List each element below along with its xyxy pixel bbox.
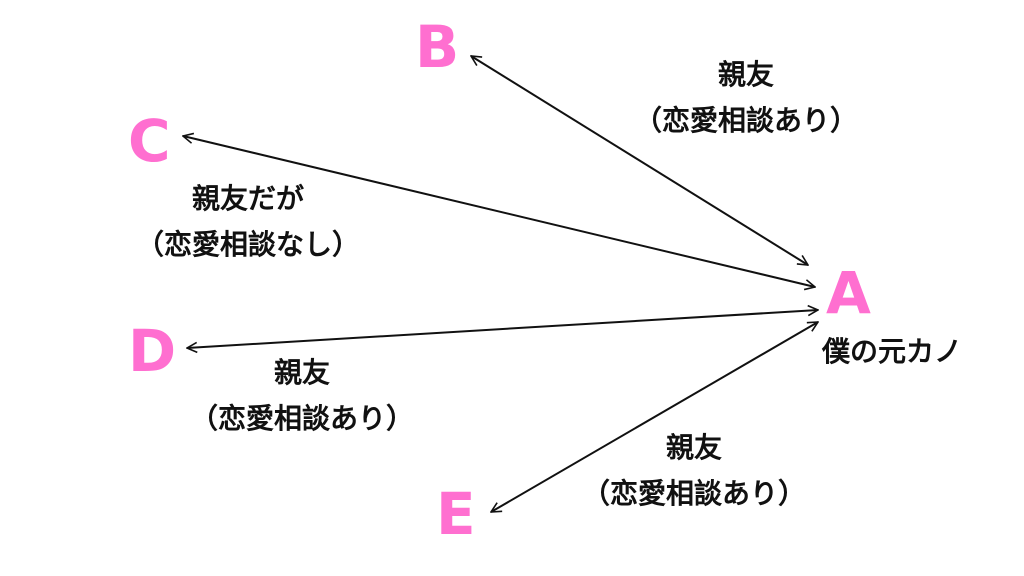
edge-label-a-c-line1: 親友だが [191, 182, 304, 215]
edge-label-a-d-line1: 親友 [273, 356, 330, 389]
node-d: D [128, 317, 177, 385]
edge-label-a-e-line1: 親友 [665, 431, 722, 464]
edge-label-a-b-line1: 親友 [717, 58, 774, 91]
arrow-a-e [491, 322, 818, 512]
edge-label-a-c: 親友だが （恋愛相談なし） [108, 176, 388, 268]
edge-label-a-b-line2: （恋愛相談あり） [633, 104, 858, 138]
edge-label-a-c-line2: （恋愛相談なし） [135, 228, 360, 262]
arrow-a-d [187, 310, 818, 348]
edge-label-a-e-line2: （恋愛相談あり） [581, 477, 806, 511]
node-a: A [826, 259, 871, 327]
edge-label-a-d-line2: （恋愛相談あり） [189, 402, 414, 436]
node-a-caption: 僕の元カノ [822, 335, 963, 368]
arrow-a-c [183, 136, 815, 287]
edge-label-a-d: 親友 （恋愛相談あり） [168, 350, 436, 442]
node-e: E [436, 480, 476, 548]
edge-label-a-e: 親友 （恋愛相談あり） [560, 425, 828, 517]
node-b: B [415, 13, 460, 81]
edge-label-a-b: 親友 （恋愛相談あり） [612, 52, 880, 144]
node-c: C [128, 107, 171, 175]
